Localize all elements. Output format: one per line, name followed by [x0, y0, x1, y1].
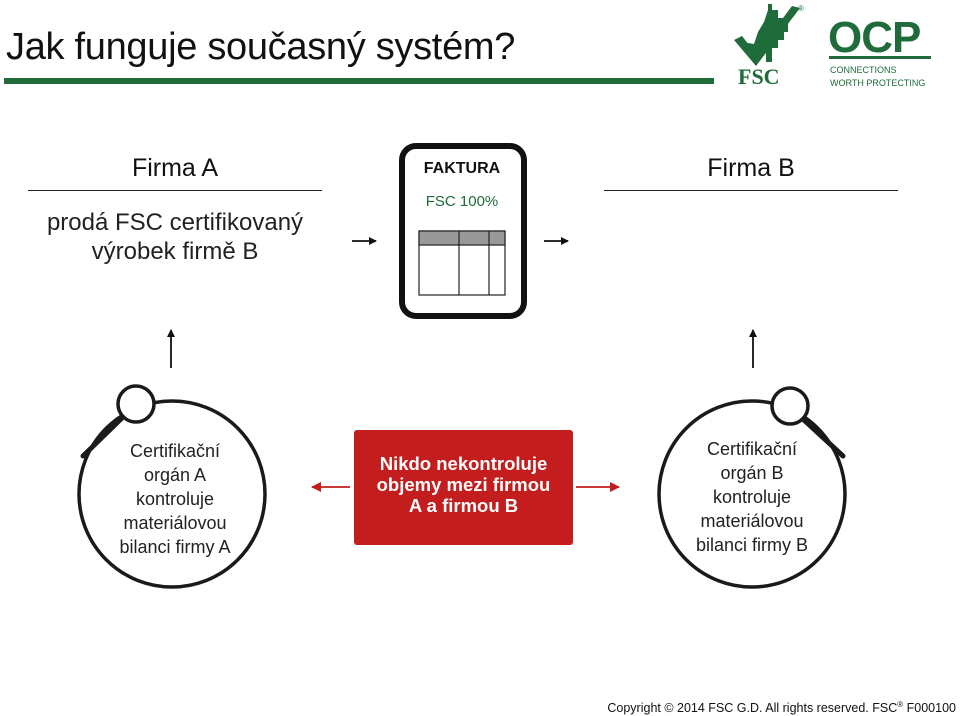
invoice-subtitle: FSC 100% [425, 193, 499, 210]
fsc-logo: ® FSC [734, 4, 804, 89]
certifier-a-line: Certifikační [129, 441, 221, 461]
logo-group: ® FSC OCP CONNECTIONS WORTH PROTECTING [734, 4, 931, 89]
certifier-b-text: Certifikační orgán B kontroluje materiál… [667, 437, 837, 557]
fsc-label: FSC [738, 64, 780, 89]
ocp-logo: OCP CONNECTIONS WORTH PROTECTING [828, 13, 931, 88]
firma-b-heading: Firma B [707, 154, 795, 182]
ocp-label: OCP [828, 13, 920, 62]
certifier-a-line: orgán A [143, 465, 207, 485]
copyright-text: Copyright © 2014 FSC G.D. All rights res… [607, 701, 898, 716]
copyright-reg-mark: ® [897, 700, 904, 709]
notice-line: Nikdo nekontroluje [379, 453, 548, 474]
copyright-code: F000100 [906, 701, 956, 716]
magnifier-a-icon [77, 384, 267, 589]
notice-line: A a firmou B [408, 495, 519, 516]
certifier-a-line: kontroluje [135, 489, 215, 509]
notice-text: Nikdo nekontroluje objemy mezi firmou A … [354, 453, 573, 516]
certifier-a-line: bilanci firmy A [119, 537, 231, 557]
ocp-tagline-line1: CONNECTIONS [830, 65, 897, 75]
magnifier-b-icon [657, 386, 847, 589]
certifier-a-text: Certifikační orgán A kontroluje materiál… [90, 439, 260, 559]
firma-b-divider [604, 190, 898, 191]
firma-a-divider [28, 190, 322, 191]
certifier-a-line: materiálovou [123, 513, 227, 533]
firma-a-description: prodá FSC certifikovaný výrobek firmě B [46, 209, 304, 265]
certifier-b-line: orgán B [720, 463, 784, 483]
fsc-tree-icon [742, 4, 788, 60]
notice-line: objemy mezi firmou [376, 474, 551, 495]
slide-title: Jak funguje současný systém? [6, 26, 516, 68]
notice-box [354, 430, 573, 545]
title-underline [4, 78, 714, 84]
invoice-title: FAKTURA [423, 160, 501, 177]
certifier-b-line: bilanci firmy B [695, 535, 809, 555]
copyright-notice: Copyright © 2014 FSC G.D. All rights res… [590, 700, 956, 715]
certifier-b-line: Certifikační [706, 439, 798, 459]
ocp-tagline-line2: WORTH PROTECTING [830, 78, 925, 88]
certifier-b-line: kontroluje [712, 487, 792, 507]
fsc-reg-mark: ® [798, 4, 804, 13]
firma-a-heading: Firma A [131, 154, 219, 182]
invoice-document-icon [399, 143, 527, 319]
certifier-b-line: materiálovou [700, 511, 804, 531]
